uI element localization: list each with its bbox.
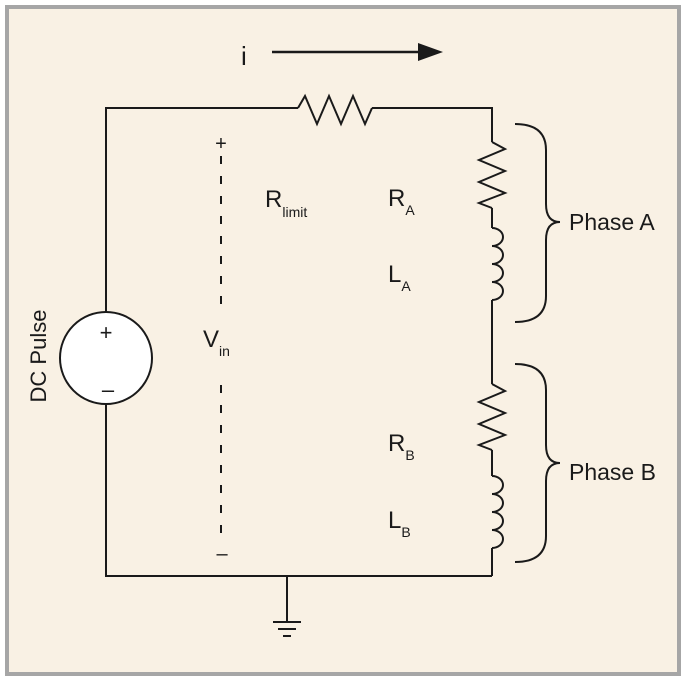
resistor-a [476,141,508,209]
source-label: DC Pulse [26,310,51,403]
ra-label-main: R [388,185,405,212]
resistor-b [476,383,508,451]
vin-minus-sign: – [216,543,228,565]
inductor-b [491,475,504,549]
source-minus-sign: – [102,377,115,402]
rlimit-label-sub: limit [282,204,307,220]
current-arrow-icon [272,43,443,61]
vin-label-sub: in [219,343,230,359]
la-label: LA [388,261,411,294]
vin-label: Vin [203,326,230,359]
rlimit-label-main: R [265,186,282,213]
rlimit-label: Rlimit [265,186,307,220]
inductor-a [491,227,504,301]
lb-label: LB [388,507,411,540]
rb-label-sub: B [405,447,414,463]
phase-b-brace [514,363,561,563]
current-label: i [241,41,247,71]
la-label-main: L [388,261,401,288]
ground-icon [273,621,301,637]
lb-label-sub: B [401,524,410,540]
vin-plus-sign: + [215,133,227,155]
circuit-wires [105,107,493,622]
phase-b-label: Phase B [569,459,656,485]
rb-label: RB [388,430,415,463]
dc-pulse-source [59,311,153,405]
vin-label-main: V [203,326,219,353]
ra-label: RA [388,185,415,218]
ra-label-sub: A [405,202,415,218]
resistor-limit [297,93,373,127]
phase-a-brace [514,123,561,323]
phase-a-label: Phase A [569,209,655,235]
rb-label-main: R [388,430,405,457]
source-plus-sign: + [100,320,113,345]
lb-label-main: L [388,507,401,534]
la-label-sub: A [401,278,411,294]
